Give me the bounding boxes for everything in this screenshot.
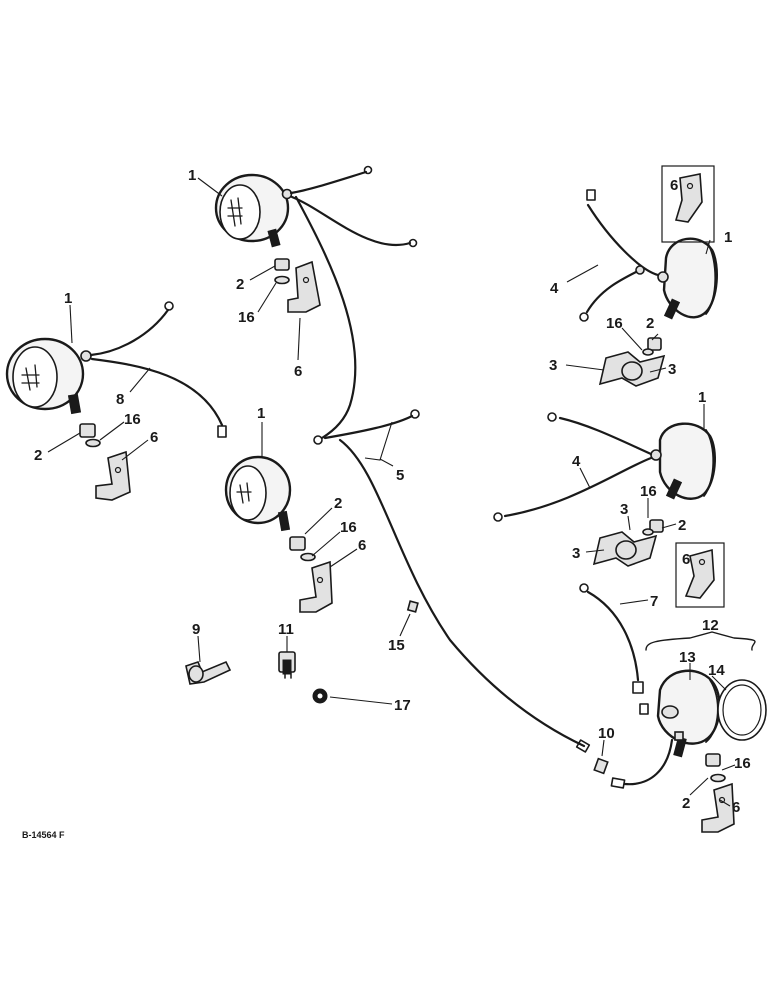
callout-1: 1 — [64, 290, 72, 307]
callout-16: 16 — [734, 755, 751, 772]
callout-9: 9 — [192, 621, 200, 638]
callout-16: 16 — [340, 519, 357, 536]
inset-bracket-6-middle — [675, 542, 725, 608]
callout-14: 14 — [708, 662, 725, 679]
spacer-2-top-center — [274, 258, 290, 285]
bracket-6-top-center — [287, 260, 321, 313]
wire-lamp-top-center — [289, 165, 418, 248]
drawing-number: B-14564 F — [22, 830, 65, 840]
leader-lines — [47, 177, 736, 807]
callout-3: 3 — [620, 501, 628, 518]
lens-ring-14 — [717, 679, 767, 741]
wire-lamp-bottom-right — [610, 703, 674, 789]
clamp-3-right-middle — [592, 531, 658, 567]
wire-lamp-left — [89, 301, 227, 438]
lamp-bottom-right-13 — [656, 669, 721, 758]
callout-3: 3 — [549, 357, 557, 374]
callout-6: 6 — [150, 429, 158, 446]
wire-4-right-top — [579, 189, 660, 322]
callout-3: 3 — [572, 545, 580, 562]
inset-bracket-6-top — [661, 165, 715, 243]
callout-1: 1 — [724, 229, 732, 246]
wire-7 — [579, 583, 644, 694]
callout-2: 2 — [682, 795, 690, 812]
callout-16: 16 — [606, 315, 623, 332]
callout-11: 11 — [278, 621, 294, 638]
callout-3: 3 — [668, 361, 676, 378]
callout-2: 2 — [34, 447, 42, 464]
grommet-17 — [312, 688, 328, 704]
lamp-right-middle — [650, 422, 716, 500]
callout-2: 2 — [646, 315, 654, 332]
lamp-center — [224, 455, 292, 532]
callout-13: 13 — [679, 649, 696, 666]
callout-6: 6 — [670, 177, 678, 194]
bracket-6-left — [95, 450, 131, 501]
callout-16: 16 — [124, 411, 141, 428]
callout-1: 1 — [698, 389, 706, 406]
spacer-2-right-top — [642, 337, 662, 356]
lamp-right-top — [657, 237, 718, 320]
callout-2: 2 — [334, 495, 342, 512]
spacer-2-bottom-right — [705, 753, 726, 783]
bracket-6-bottom-right — [701, 782, 735, 833]
clamp-3-right-top — [598, 351, 666, 387]
callout-16: 16 — [238, 309, 255, 326]
bracket-6-center — [299, 560, 333, 613]
lamp-left — [5, 337, 92, 415]
callout-6: 6 — [358, 537, 366, 554]
callout-17: 17 — [394, 697, 411, 714]
callout-1: 1 — [188, 167, 196, 184]
wire-4-right-middle — [493, 412, 653, 522]
callout-1: 1 — [257, 405, 265, 422]
callout-6: 6 — [682, 551, 690, 568]
main-harness-5 — [294, 195, 591, 753]
callout-4: 4 — [550, 280, 559, 297]
connector-11 — [278, 651, 296, 679]
callout-15: 15 — [388, 637, 405, 654]
spacer-2-right-middle — [642, 519, 664, 536]
lamp-top-center — [214, 173, 293, 248]
callout-4: 4 — [572, 453, 581, 470]
clip-15 — [406, 600, 419, 613]
callout-6: 6 — [732, 799, 740, 816]
brace-12 — [645, 631, 756, 651]
callout-8: 8 — [116, 391, 124, 408]
clip-9 — [185, 660, 232, 685]
callout-5: 5 — [396, 467, 404, 484]
connector-10 — [593, 757, 609, 775]
callout-10: 10 — [598, 725, 615, 742]
callout-2: 2 — [236, 276, 244, 293]
callout-2: 2 — [678, 517, 686, 534]
spacer-2-center — [289, 536, 316, 562]
callout-7: 7 — [650, 593, 658, 610]
callout-labels: 1 2 16 6 1 8 2 16 6 1 2 16 6 5 6 1 4 16 … — [34, 167, 751, 816]
callout-6: 6 — [294, 363, 302, 380]
spacer-2-left — [79, 423, 101, 448]
callout-16: 16 — [640, 483, 657, 500]
callout-12: 12 — [702, 617, 719, 634]
